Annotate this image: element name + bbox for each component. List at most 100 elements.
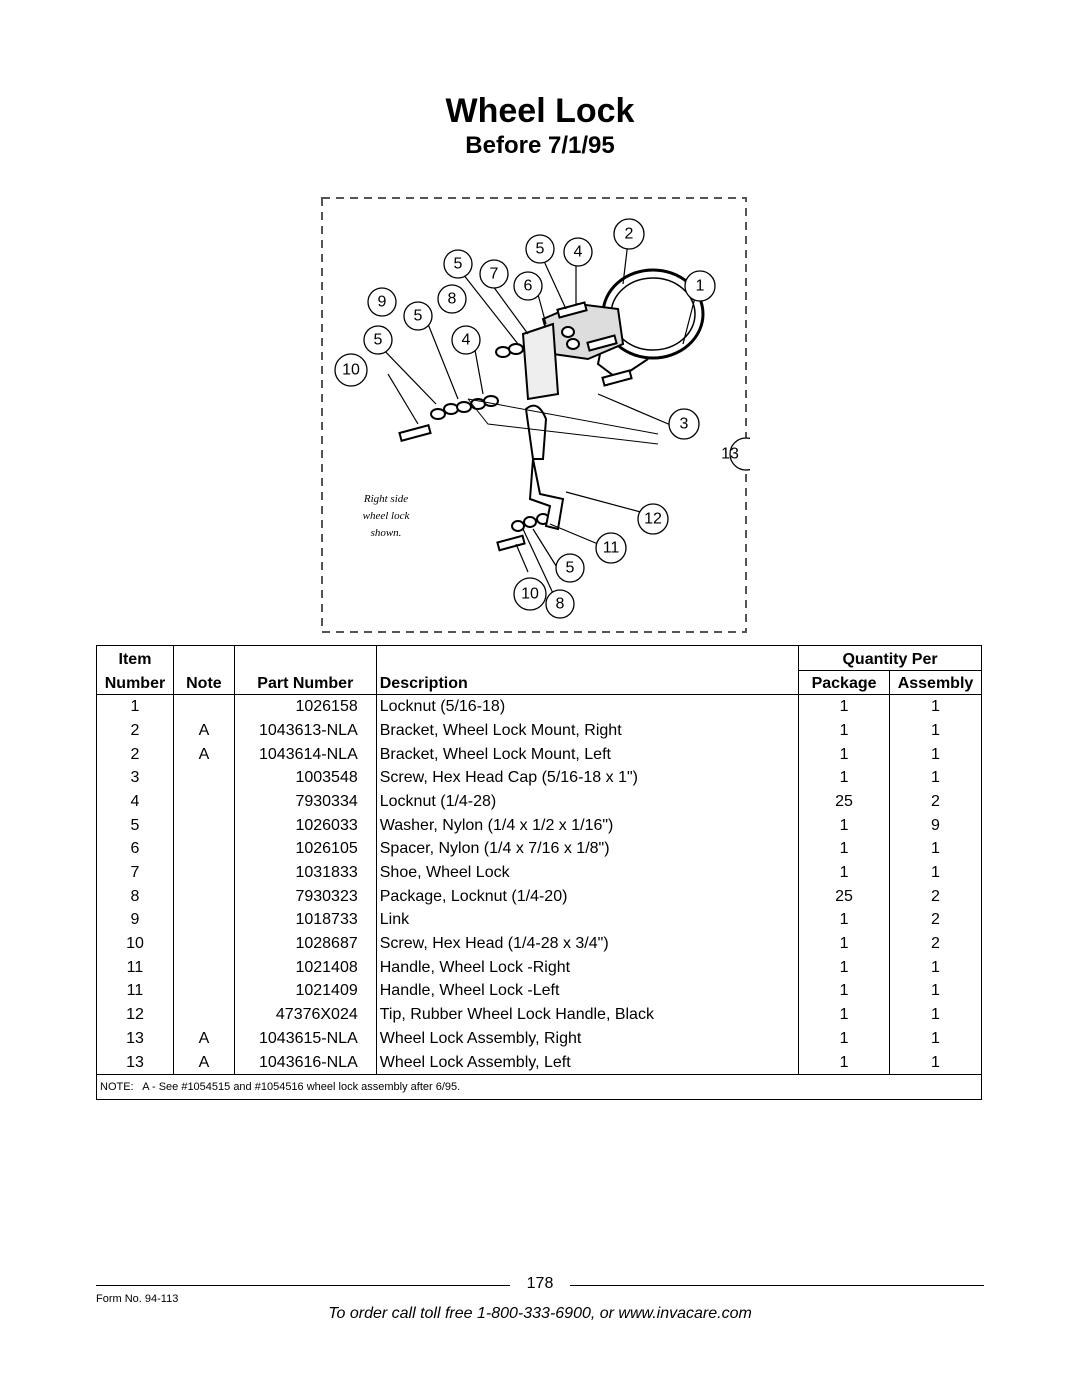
callout-10	[513, 577, 547, 611]
package-qty: 1	[798, 1050, 890, 1075]
package-qty: 1	[798, 908, 890, 933]
callout-1	[684, 270, 716, 302]
item-number: 3	[96, 766, 174, 791]
svg-text:10: 10	[521, 586, 539, 603]
note	[172, 790, 235, 814]
part-number: 1026158	[233, 694, 377, 720]
part-number: 1026105	[233, 837, 377, 862]
header-number: Number	[96, 670, 174, 696]
item-number: 6	[96, 837, 174, 862]
callout-13	[729, 437, 750, 471]
part-number: 1043616-NLA	[233, 1050, 377, 1075]
header-item: Item	[96, 645, 174, 671]
callout-5	[443, 249, 473, 279]
note	[172, 694, 235, 720]
note-label: NOTE:	[100, 1081, 134, 1094]
svg-text:13: 13	[721, 446, 739, 463]
part-number: 1018733	[233, 908, 377, 933]
page-title: Wheel Lock	[445, 92, 635, 130]
page-subtitle: Before 7/1/95	[465, 132, 615, 159]
callout-5	[363, 325, 393, 355]
package-qty: 1	[798, 719, 890, 743]
parts-table: Item Quantity Per Number Note Part Numbe…	[96, 645, 982, 1101]
item-number: 12	[96, 1003, 174, 1027]
item-number: 1	[96, 694, 174, 720]
svg-text:2: 2	[625, 226, 634, 243]
note	[172, 932, 235, 956]
order-info: To order call toll free 1-800-333-6900, …	[328, 1305, 752, 1322]
description: Wheel Lock Assembly, Left	[375, 1050, 799, 1075]
header-description: Description	[375, 670, 799, 696]
assembly-qty: 1	[889, 1050, 982, 1075]
description: Link	[375, 908, 799, 933]
callout-5	[525, 234, 555, 264]
item-number: 2	[96, 742, 174, 767]
assembly-qty: 1	[889, 955, 982, 980]
assembly-qty: 9	[889, 813, 982, 838]
callout-11	[595, 532, 627, 564]
part-number: 1031833	[233, 861, 377, 885]
header-note: Note	[172, 670, 235, 696]
footer-rule	[96, 1285, 510, 1286]
exploded-parts-diagram: 1 2 3 4 5 5 7 6 8 9 5 5 4 10 13 12 11 5 …	[321, 197, 750, 633]
description: Wheel Lock Assembly, Right	[375, 1027, 799, 1051]
note	[172, 908, 235, 933]
page-number: 178	[526, 1275, 554, 1292]
description: Handle, Wheel Lock -Right	[375, 955, 799, 980]
svg-text:12: 12	[644, 511, 662, 528]
package-qty: 25	[798, 884, 890, 909]
callout-4	[451, 325, 481, 355]
description: Package, Locknut (1/4-20)	[375, 884, 799, 909]
part-number: 7930334	[233, 790, 377, 814]
header-part-number: Part Number	[233, 670, 377, 696]
note: A	[172, 719, 235, 743]
svg-text:3: 3	[680, 416, 689, 433]
note	[172, 837, 235, 862]
item-number: 10	[96, 932, 174, 956]
part-number: 1021408	[233, 955, 377, 980]
callout-5	[403, 301, 433, 331]
callout-8	[437, 284, 467, 314]
assembly-qty: 1	[889, 861, 982, 885]
assembly-qty: 2	[889, 908, 982, 933]
svg-text:8: 8	[556, 596, 565, 613]
description: Screw, Hex Head (1/4-28 x 3/4")	[375, 932, 799, 956]
footer-rule	[570, 1285, 984, 1286]
callout-8	[545, 589, 575, 619]
header-quantity-per: Quantity Per	[798, 645, 982, 671]
item-number: 2	[96, 719, 174, 743]
item-number: 5	[96, 813, 174, 838]
package-qty: 1	[798, 861, 890, 885]
callout-4	[563, 237, 593, 267]
callout-7	[479, 259, 509, 289]
note-text: A - See #1054515 and #1054516 wheel lock…	[142, 1081, 461, 1094]
note: A	[172, 1050, 235, 1075]
header-assembly: Assembly	[889, 669, 982, 696]
assembly-qty: 1	[889, 1027, 982, 1051]
item-number: 4	[96, 790, 174, 814]
description: Bracket, Wheel Lock Mount, Right	[375, 719, 799, 743]
note	[172, 766, 235, 791]
package-qty: 1	[798, 837, 890, 862]
assembly-qty: 1	[889, 837, 982, 862]
item-number: 13	[96, 1050, 174, 1075]
note	[172, 979, 235, 1004]
package-qty: 1	[798, 955, 890, 980]
package-qty: 1	[798, 979, 890, 1004]
diagram-caption-line: shown.	[371, 527, 402, 539]
callout-5	[555, 553, 585, 583]
note	[172, 861, 235, 885]
form-number: Form No. 94-113	[96, 1293, 179, 1305]
svg-text:4: 4	[574, 244, 583, 261]
note	[172, 955, 235, 980]
